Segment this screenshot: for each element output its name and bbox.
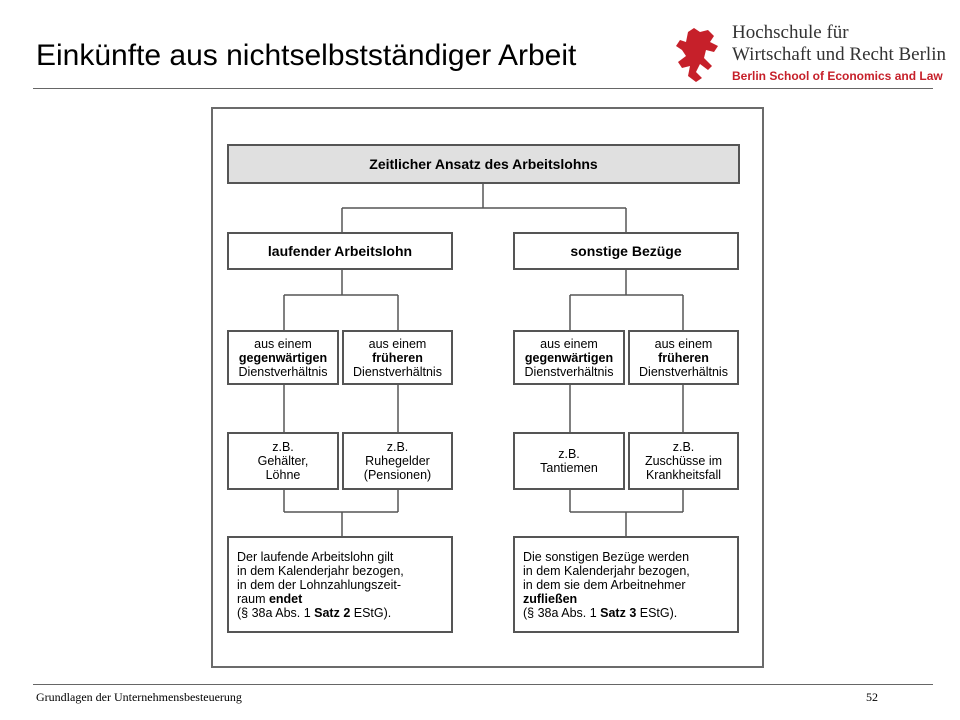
- right-category-title: sonstige Bezüge: [570, 243, 682, 259]
- right-result-box: Die sonstigen Bezüge werden in dem Kalen…: [513, 536, 739, 633]
- right-category-box: sonstige Bezüge: [513, 232, 739, 270]
- left-result-line-5: (§ 38a Abs. 1 Satz 2 EStG).: [237, 606, 391, 620]
- left-result-line-5-c: EStG).: [350, 605, 392, 620]
- diagram-header-box: Zeitlicher Ansatz des Arbeitslohns: [227, 144, 740, 184]
- right-result-line-5-bold: Satz 3: [600, 605, 637, 620]
- logo-line-1: Hochschule für: [732, 22, 849, 43]
- right-current-example-box: z.B. Tantiemen: [513, 432, 625, 490]
- left-result-line-5-bold: Satz 2: [314, 605, 351, 620]
- right-result-line-4: zufließen: [523, 591, 578, 606]
- right-result-line-2: in dem Kalenderjahr bezogen,: [523, 563, 690, 578]
- right-former-example-line-2: Zuschüsse im: [644, 454, 723, 468]
- right-former-example-line-3: Krankheitsfall: [645, 468, 722, 482]
- berlin-bear-icon: [676, 28, 718, 82]
- right-current-example-line-1: z.B.: [558, 447, 580, 461]
- left-former-example-line-3: (Pensionen): [363, 468, 432, 482]
- right-current-employment-box: aus einem gegenwärtigen Dienstverhältnis: [513, 330, 625, 385]
- left-former-example-line-1: z.B.: [386, 440, 409, 454]
- left-result-box: Der laufende Arbeitslohn gilt in dem Kal…: [227, 536, 453, 633]
- right-former-line-1: aus einem: [654, 336, 713, 351]
- left-current-line-3: Dienstverhältnis: [238, 364, 328, 379]
- logo-line-3: Berlin School of Economics and Law: [732, 69, 943, 83]
- left-current-line-1: aus einem: [254, 336, 312, 351]
- right-former-example-box: z.B. Zuschüsse im Krankheitsfall: [628, 432, 739, 490]
- left-result-line-4-bold: endet: [268, 591, 303, 606]
- slide-title: Einkünfte aus nichtselbstständiger Arbei…: [36, 39, 577, 72]
- left-former-line-1: aus einem: [368, 336, 427, 351]
- left-former-example-line-2: Ruhegelder: [365, 454, 430, 468]
- left-result-line-1: Der laufende Arbeitslohn gilt: [237, 549, 394, 564]
- left-result-line-4: raum endet: [237, 592, 302, 606]
- right-current-line-3: Dienstverhältnis: [524, 364, 614, 379]
- right-result-line-5-a: (§ 38a Abs. 1: [523, 605, 601, 620]
- left-former-line-3: Dienstverhältnis: [353, 364, 442, 379]
- left-current-employment-box: aus einem gegenwärtigen Dienstverhältnis: [227, 330, 339, 385]
- right-former-employment-box: aus einem früheren Dienstverhältnis: [628, 330, 739, 385]
- left-result-line-4-text: raum: [237, 591, 269, 606]
- logo-line-2: Wirtschaft und Recht Berlin: [732, 44, 946, 65]
- right-former-line-2: früheren: [658, 350, 709, 365]
- page-number: 52: [866, 690, 878, 704]
- right-former-line-3: Dienstverhältnis: [639, 364, 728, 379]
- left-category-box: laufender Arbeitslohn: [227, 232, 453, 270]
- right-result-line-5: (§ 38a Abs. 1 Satz 3 EStG).: [523, 606, 677, 620]
- left-current-example-line-3: Löhne: [265, 468, 301, 482]
- left-category-title: laufender Arbeitslohn: [267, 243, 413, 259]
- footer-divider: [33, 684, 933, 685]
- title-divider: [33, 88, 933, 89]
- left-result-line-5-a: (§ 38a Abs. 1: [237, 605, 315, 620]
- left-former-employment-box: aus einem früheren Dienstverhältnis: [342, 330, 453, 385]
- right-result-line-3: in dem sie dem Arbeitnehmer: [523, 577, 686, 592]
- left-current-example-line-1: z.B.: [272, 440, 294, 454]
- left-former-example-box: z.B. Ruhegelder (Pensionen): [342, 432, 453, 490]
- right-former-example-line-1: z.B.: [672, 440, 695, 454]
- footer-course-title: Grundlagen der Unternehmensbesteuerung: [36, 690, 242, 704]
- left-current-line-2: gegenwärtigen: [238, 350, 328, 365]
- left-current-example-line-2: Gehälter,: [257, 454, 309, 468]
- left-current-example-box: z.B. Gehälter, Löhne: [227, 432, 339, 490]
- university-logo: Hochschule für Wirtschaft und Recht Berl…: [674, 22, 946, 86]
- left-result-line-3: in dem der Lohnzahlungszeit-: [237, 577, 401, 592]
- right-result-line-5-c: EStG).: [636, 605, 678, 620]
- left-former-line-2: früheren: [372, 350, 423, 365]
- diagram-header-text: Zeitlicher Ansatz des Arbeitslohns: [369, 156, 598, 172]
- left-result-line-2: in dem Kalenderjahr bezogen,: [237, 563, 404, 578]
- right-current-example-line-2: Tantiemen: [540, 461, 598, 475]
- right-current-line-2: gegenwärtigen: [524, 350, 614, 365]
- right-result-line-1: Die sonstigen Bezüge werden: [523, 549, 690, 564]
- right-current-line-1: aus einem: [540, 336, 598, 351]
